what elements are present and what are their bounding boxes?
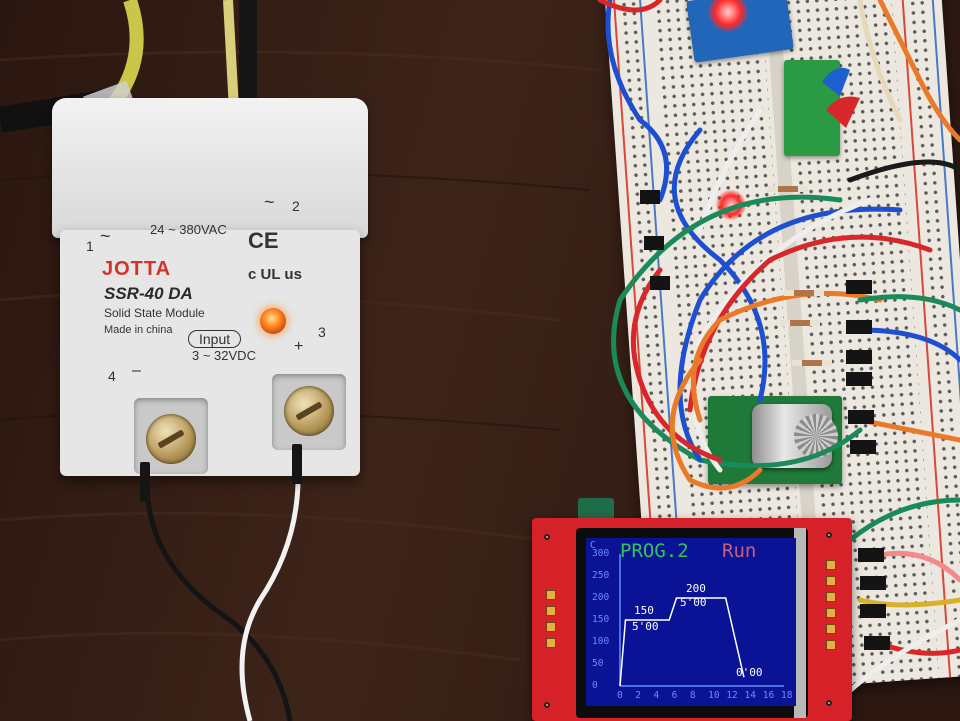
ce-mark: CE <box>248 228 279 253</box>
header-pin-icon <box>546 606 556 616</box>
minus-sign: – <box>132 362 141 379</box>
solid-state-relay: 24 ~ 380VAC 1 2 3 4 ~ ~ CE c UL us JOTTA… <box>52 98 368 502</box>
brand-logo: JOTTA <box>102 258 172 280</box>
mounting-hole-icon <box>540 530 554 544</box>
profile-line <box>619 597 745 687</box>
mounting-hole-icon <box>822 528 836 542</box>
y-tick-label: 100 <box>592 636 610 647</box>
display-glass-edge <box>794 528 806 718</box>
header-pin-icon <box>826 624 836 634</box>
x-tick-label: 14 <box>744 690 756 701</box>
mounting-hole-icon <box>822 696 836 710</box>
plus-sign: + <box>294 338 304 355</box>
program-label: PROG.2 <box>620 540 689 562</box>
x-tick-label: 12 <box>726 690 738 701</box>
ssr-indicator-led <box>260 308 286 334</box>
ul-mark: c UL us <box>248 266 302 283</box>
ssr-terminal-1: 1 <box>86 238 94 254</box>
x-tick-label: 18 <box>781 690 793 701</box>
ssr-top-cover <box>52 98 368 238</box>
run-status: Run <box>722 540 757 562</box>
x-tick-label: 0 <box>617 690 623 701</box>
x-tick-label: 8 <box>689 690 696 701</box>
step3-time: 0'00 <box>736 666 763 679</box>
mounting-hole-icon <box>540 698 554 712</box>
y-tick-label: 50 <box>592 658 604 669</box>
x-tick-label: 4 <box>653 690 660 701</box>
y-tick-label: 250 <box>592 570 610 581</box>
ssr-dc-rating: 3 ~ 32VDC <box>192 348 256 363</box>
origin-text: Made in china <box>104 324 173 336</box>
y-axis-unit: C <box>590 540 596 551</box>
header-pin-icon <box>826 560 836 570</box>
header-pin-icon <box>826 592 836 602</box>
model-number: SSR-40 DA <box>104 284 193 303</box>
white-jumper-plug <box>292 444 302 484</box>
ssr-terminal-4: 4 <box>108 368 116 384</box>
step2-temp: 200 <box>686 582 706 595</box>
black-jumper-plug <box>140 462 150 502</box>
x-tick-label: 2 <box>635 690 641 701</box>
ssr-screw-plus-icon <box>284 386 334 436</box>
y-tick-label: 150 <box>592 614 610 625</box>
temperature-profile-chart <box>619 554 784 687</box>
header-pin-icon <box>546 622 556 632</box>
ssr-terminal-3: 3 <box>318 324 326 340</box>
ac-tilde-right-icon: ~ <box>264 192 275 212</box>
header-pin-icon <box>546 590 556 600</box>
y-tick-label: 200 <box>592 592 610 603</box>
ssr-ac-rating: 24 ~ 380VAC <box>150 222 227 237</box>
header-pin-icon <box>826 576 836 586</box>
x-tick-label: 10 <box>708 690 720 701</box>
step2-time: 5'00 <box>680 596 707 609</box>
header-pin-icon <box>826 640 836 650</box>
x-tick-label: 16 <box>762 690 775 701</box>
y-tick-label: 300 <box>592 548 610 559</box>
step1-temp: 150 <box>634 604 654 617</box>
step1-time: 5'00 <box>632 620 659 633</box>
ac-tilde-left-icon: ~ <box>100 226 111 246</box>
y-tick-label: 0 <box>592 680 598 691</box>
module-description: Solid State Module <box>104 306 205 320</box>
module-led-icon <box>708 0 748 32</box>
ssr-screw-minus-icon <box>146 414 196 464</box>
header-pin-icon <box>546 638 556 648</box>
x-tick-label: 6 <box>671 690 678 701</box>
input-label: Input <box>188 330 242 348</box>
header-pin-icon <box>826 608 836 618</box>
ssr-terminal-2: 2 <box>292 198 300 214</box>
